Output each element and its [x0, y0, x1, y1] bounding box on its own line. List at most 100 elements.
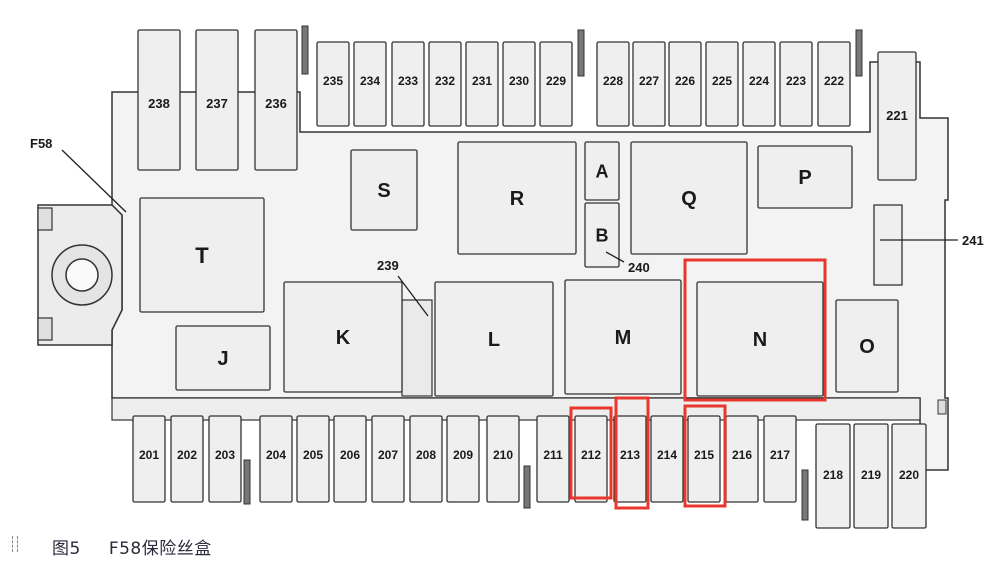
- relay-J-label: J: [217, 348, 228, 370]
- highlight-212: [569, 406, 613, 500]
- fuse-218: 218: [815, 423, 851, 529]
- relay-T-body: [139, 197, 265, 313]
- fuse-214-body: [650, 415, 684, 503]
- callout-label-239: 239: [377, 258, 399, 273]
- fuse-212: 212: [574, 415, 608, 503]
- relay-L-body: [434, 281, 554, 397]
- fuse-218-label: 218: [823, 468, 843, 482]
- fuse-204: 204: [259, 415, 293, 503]
- fuse-230: 230: [502, 41, 536, 127]
- relay-P: P: [757, 145, 853, 209]
- fuse-231: 231: [465, 41, 499, 127]
- relay-S-label: S: [377, 180, 390, 202]
- relay-N-body: [696, 281, 824, 397]
- fuse-213-body: [613, 415, 647, 503]
- callout-line-239: [397, 275, 429, 317]
- fuse-206: 206: [333, 415, 367, 503]
- relay-K-body: [283, 281, 403, 393]
- fuse-213-label: 213: [620, 448, 640, 462]
- relay-S-body: [350, 149, 418, 231]
- fuse-207-label: 207: [378, 448, 398, 462]
- highlight-N: [683, 258, 827, 402]
- relay-L: L: [434, 281, 554, 397]
- fuse-219-body: [853, 423, 889, 529]
- fuse-229-label: 229: [546, 74, 566, 88]
- relay-N-label: N: [753, 329, 767, 351]
- fuse-208-label: 208: [416, 448, 436, 462]
- fuse-225-label: 225: [712, 74, 732, 88]
- fuse-229-body: [539, 41, 573, 127]
- fuse-203-body: [208, 415, 242, 503]
- highlight-215: [683, 404, 727, 508]
- fuse-232-body: [428, 41, 462, 127]
- fuse-232-label: 232: [435, 74, 455, 88]
- relay-M-body: [564, 279, 682, 395]
- relay-L-label: L: [488, 329, 500, 351]
- fuse-204-body: [259, 415, 293, 503]
- fuse-238-body: [137, 29, 181, 171]
- fuse-235-label: 235: [323, 74, 343, 88]
- fuse-228: 228: [596, 41, 630, 127]
- relay-B-label: B: [596, 225, 609, 245]
- fuse-219-label: 219: [861, 468, 881, 482]
- fuse-214-label: 214: [657, 448, 677, 462]
- fuse-224-body: [742, 41, 776, 127]
- fuse-231-label: 231: [472, 74, 492, 88]
- bracket-clip-bottom: [37, 317, 53, 341]
- fuse-210-body: [486, 415, 520, 503]
- fuse-236: 236: [254, 29, 298, 171]
- fuse-224: 224: [742, 41, 776, 127]
- fuse-202: 202: [170, 415, 204, 503]
- relay-P-body: [757, 145, 853, 209]
- fuse-232: 232: [428, 41, 462, 127]
- relay-A-label: A: [596, 161, 609, 181]
- fuse-216: 216: [725, 415, 759, 503]
- fuse-209-body: [446, 415, 480, 503]
- relay-P-label: P: [798, 167, 811, 189]
- fuse-214: 214: [650, 415, 684, 503]
- fuse-238-label: 238: [148, 96, 170, 111]
- fuse-233-label: 233: [398, 74, 418, 88]
- mounting-hole-inner: [65, 258, 99, 292]
- margin-mark: [12, 536, 18, 552]
- relay-R: R: [457, 141, 577, 255]
- relay-A-body: [584, 141, 620, 201]
- caption-number: 图5: [52, 539, 81, 559]
- fuse-204-label: 204: [266, 448, 286, 462]
- callout-label-241: 241: [962, 233, 984, 248]
- relay-T-label: T: [195, 243, 209, 268]
- callout-line-240: [605, 251, 625, 263]
- fuse-227-body: [632, 41, 666, 127]
- relay-Q-label: Q: [681, 188, 697, 210]
- fuse-233: 233: [391, 41, 425, 127]
- fuse-207-body: [371, 415, 405, 503]
- fuse-223-body: [779, 41, 813, 127]
- fuse-219: 219: [853, 423, 889, 529]
- fuse-205-body: [296, 415, 330, 503]
- relay-Q-body: [630, 141, 748, 255]
- fuse-215-body: [687, 415, 721, 503]
- relay-A: A: [584, 141, 620, 201]
- fuse-241-slot: [873, 204, 903, 286]
- relay-Q: Q: [630, 141, 748, 255]
- fuse-208: 208: [409, 415, 443, 503]
- fuse-217: 217: [763, 415, 797, 503]
- fuse-230-label: 230: [509, 74, 529, 88]
- fuse-210: 210: [486, 415, 520, 503]
- fuse-226-body: [668, 41, 702, 127]
- fuse-222-label: 222: [824, 74, 844, 88]
- box-label: F58: [30, 136, 52, 151]
- fuse-229: 229: [539, 41, 573, 127]
- fuse-213: 213: [613, 415, 647, 503]
- right-clip: [937, 399, 947, 415]
- fuse-223: 223: [779, 41, 813, 127]
- fuse-208-body: [409, 415, 443, 503]
- fuse-217-body: [763, 415, 797, 503]
- fuse-205-label: 205: [303, 448, 323, 462]
- fuse-226-label: 226: [675, 74, 695, 88]
- fuse-202-label: 202: [177, 448, 197, 462]
- relay-K: K: [283, 281, 403, 393]
- relay-R-label: R: [510, 188, 525, 210]
